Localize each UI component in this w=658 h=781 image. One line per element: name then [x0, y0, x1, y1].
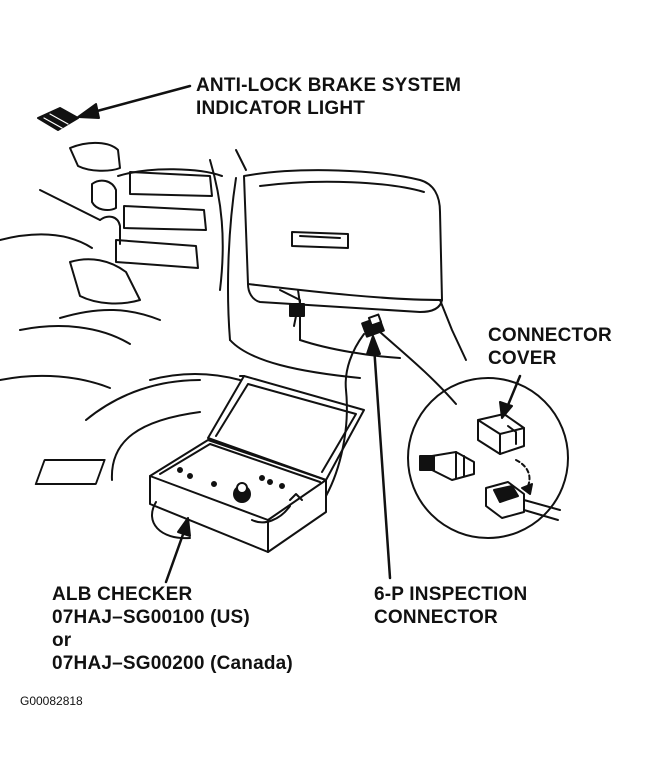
abs-indicator-label-line-1: ANTI-LOCK BRAKE SYSTEM — [196, 75, 462, 96]
glove-box — [243, 169, 443, 313]
abs-indicator-arrow — [77, 84, 192, 119]
inspection-connector-label-line-1: 6-P INSPECTION — [374, 584, 528, 605]
alb-checker-or: or — [52, 630, 72, 651]
alb-checker-icon — [34, 375, 365, 553]
alb-checker-label: ALB CHECKER 07HAJ–SG00100 (US) or 07HAJ–… — [52, 583, 293, 675]
connector-cover-label-line-2: COVER — [488, 348, 557, 369]
connector-cover-label-line-1: CONNECTOR — [488, 325, 612, 346]
alb-checker-part-us: 07HAJ–SG00100 (US) — [52, 607, 250, 628]
abs-indicator-label-line-2: INDICATOR LIGHT — [196, 98, 366, 119]
abs-indicator-label: ANTI-LOCK BRAKE SYSTEM INDICATOR LIGHT — [196, 74, 461, 120]
abs-indicator-light-icon — [37, 107, 79, 131]
under-dash-connector-icon — [289, 289, 305, 327]
alb-checker-part-canada: 07HAJ–SG00200 (Canada) — [52, 653, 293, 674]
instrument-panel — [0, 142, 247, 389]
6p-inspection-connector-icon — [344, 313, 457, 405]
figure-id: G00082818 — [20, 694, 83, 708]
connector-cover-arrow — [499, 374, 522, 419]
inspection-connector-label: 6-P INSPECTION CONNECTOR — [374, 583, 527, 629]
alb-checker-arrow — [164, 517, 191, 584]
connector-cover-label: CONNECTOR COVER — [488, 324, 612, 370]
inspection-connector-label-line-2: CONNECTOR — [374, 607, 498, 628]
connector-detail-inset — [407, 377, 569, 539]
center-console — [85, 177, 467, 421]
inspection-connector-arrow — [366, 335, 392, 580]
alb-checker-label-line-1: ALB CHECKER — [52, 584, 193, 605]
